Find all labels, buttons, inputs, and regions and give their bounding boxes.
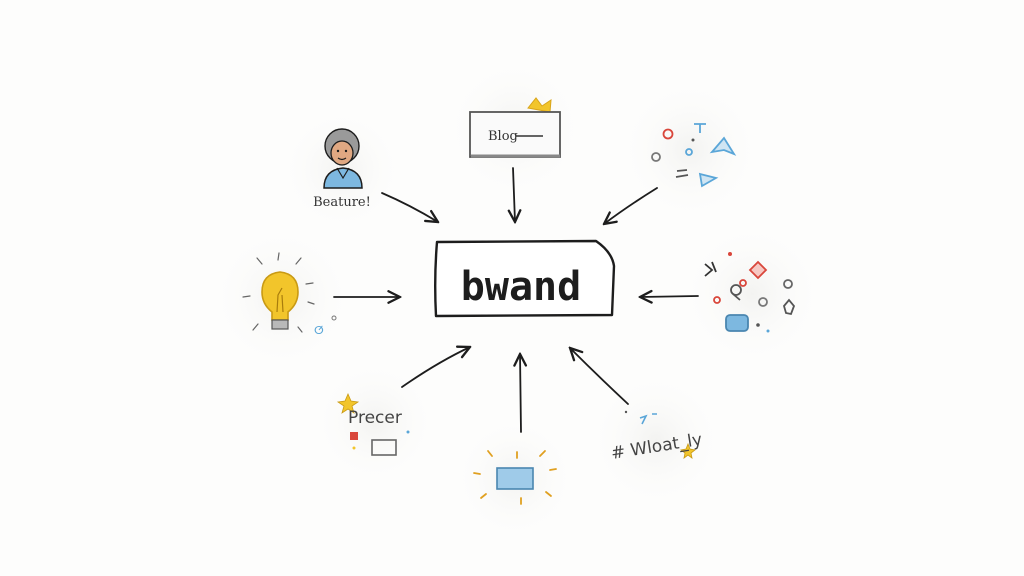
connector-arrows [333, 167, 699, 433]
node-person[interactable]: Beature! [313, 128, 371, 210]
arrow-wloat-to-center [570, 348, 629, 405]
person-avatar-icon [323, 128, 363, 189]
arrow-blog-to-center [513, 167, 515, 222]
node-bottom-card[interactable] [473, 450, 557, 505]
center-node[interactable]: bwand [434, 239, 616, 318]
arrow-person-to-center [381, 192, 438, 222]
arrow-shapes-top-right-to-center [604, 187, 658, 224]
precer-label: Precer [348, 408, 402, 428]
node-shapes-right[interactable] [704, 252, 796, 333]
lightbulb-icon: ⵚ [242, 252, 337, 337]
person-label: Beature! [313, 195, 371, 210]
glowing-card-icon [473, 450, 557, 505]
node-blog[interactable]: Blog [469, 97, 561, 158]
node-shapes-top-right[interactable] [651, 123, 737, 188]
sparkle-icon [624, 410, 696, 459]
node-precer[interactable]: Precer [336, 392, 410, 456]
arrow-bottom-card-to-center [520, 354, 521, 433]
blog-label: Blog [488, 129, 518, 144]
sparkle-card-icon [336, 392, 410, 456]
arrow-precer-to-center [401, 347, 470, 388]
center-label: bwand [461, 264, 581, 310]
scattered-shapes-icon [651, 123, 737, 188]
svg-text:ⵚ: ⵚ [314, 324, 324, 337]
node-lightbulb[interactable]: ⵚ [242, 252, 337, 337]
arrow-shapes-right-to-center [640, 296, 699, 297]
blog-window-icon [469, 97, 561, 158]
scattered-shapes-icon [704, 252, 796, 333]
